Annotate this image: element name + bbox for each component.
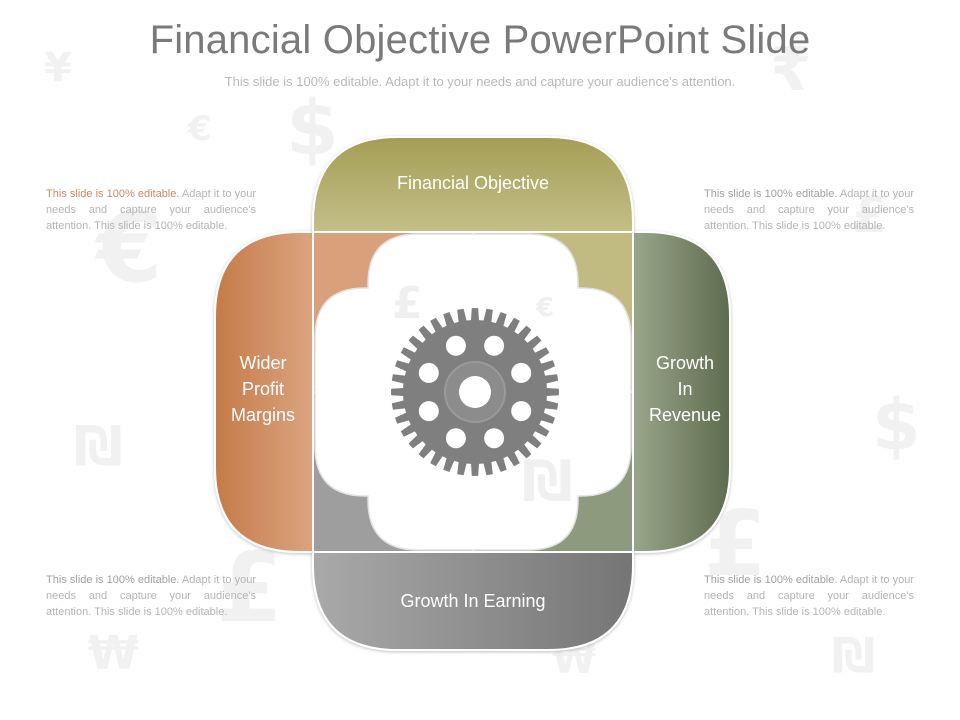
gear-spoke-hole (418, 401, 439, 422)
note-top-right: This slide is 100% editable. Adapt it to… (704, 188, 915, 232)
shekel-icon: ₪ (522, 449, 573, 514)
petal-bottom (312, 551, 634, 651)
label-financial-objective: Financial Objective (396, 173, 550, 193)
petal-right (632, 231, 731, 553)
dollar-icon: $ (286, 83, 339, 172)
rupee-icon: ₹ (770, 35, 812, 105)
dollar-icon: $ (872, 384, 921, 466)
petal-top (312, 136, 634, 233)
note-top-left: This slide is 100% editable. Adapt it to… (46, 188, 257, 232)
yen-icon: ¥ (44, 45, 72, 91)
gear-icon (391, 308, 559, 476)
shekel-icon: ₪ (74, 415, 123, 478)
euro-icon: € (535, 293, 554, 323)
pound-icon: £ (392, 278, 423, 329)
gear-center-hole (459, 376, 491, 408)
euro-icon: € (96, 192, 163, 304)
gear-spoke-hole (511, 362, 532, 383)
gear-spoke-hole (445, 428, 466, 449)
pound-icon: £ (216, 532, 283, 644)
label-growth-in-revenue: Growth In Revenue (648, 353, 722, 425)
label-wider-profit-margins: Wider Profit Margins (230, 353, 296, 425)
gear-spoke-hole (445, 335, 466, 356)
gear-spoke-hole (484, 428, 505, 449)
gear-spoke-hole (484, 335, 505, 356)
pound-icon: £ (852, 186, 887, 244)
petal-left (214, 231, 314, 553)
gear-spoke-hole (511, 401, 532, 422)
shekel-icon: ₪ (832, 628, 876, 684)
note-bottom-right: This slide is 100% editable. Adapt it to… (704, 574, 915, 618)
won-icon: ₩ (88, 626, 139, 680)
slide-subtitle: This slide is 100% editable. Adapt it to… (224, 74, 736, 89)
label-growth-in-earning: Growth In Earning (400, 591, 546, 611)
slide-title: Financial Objective PowerPoint Slide (149, 18, 811, 62)
gear-spoke-hole (418, 362, 439, 383)
euro-icon: € (188, 109, 212, 149)
note-bottom-left: This slide is 100% editable. Adapt it to… (46, 574, 257, 618)
